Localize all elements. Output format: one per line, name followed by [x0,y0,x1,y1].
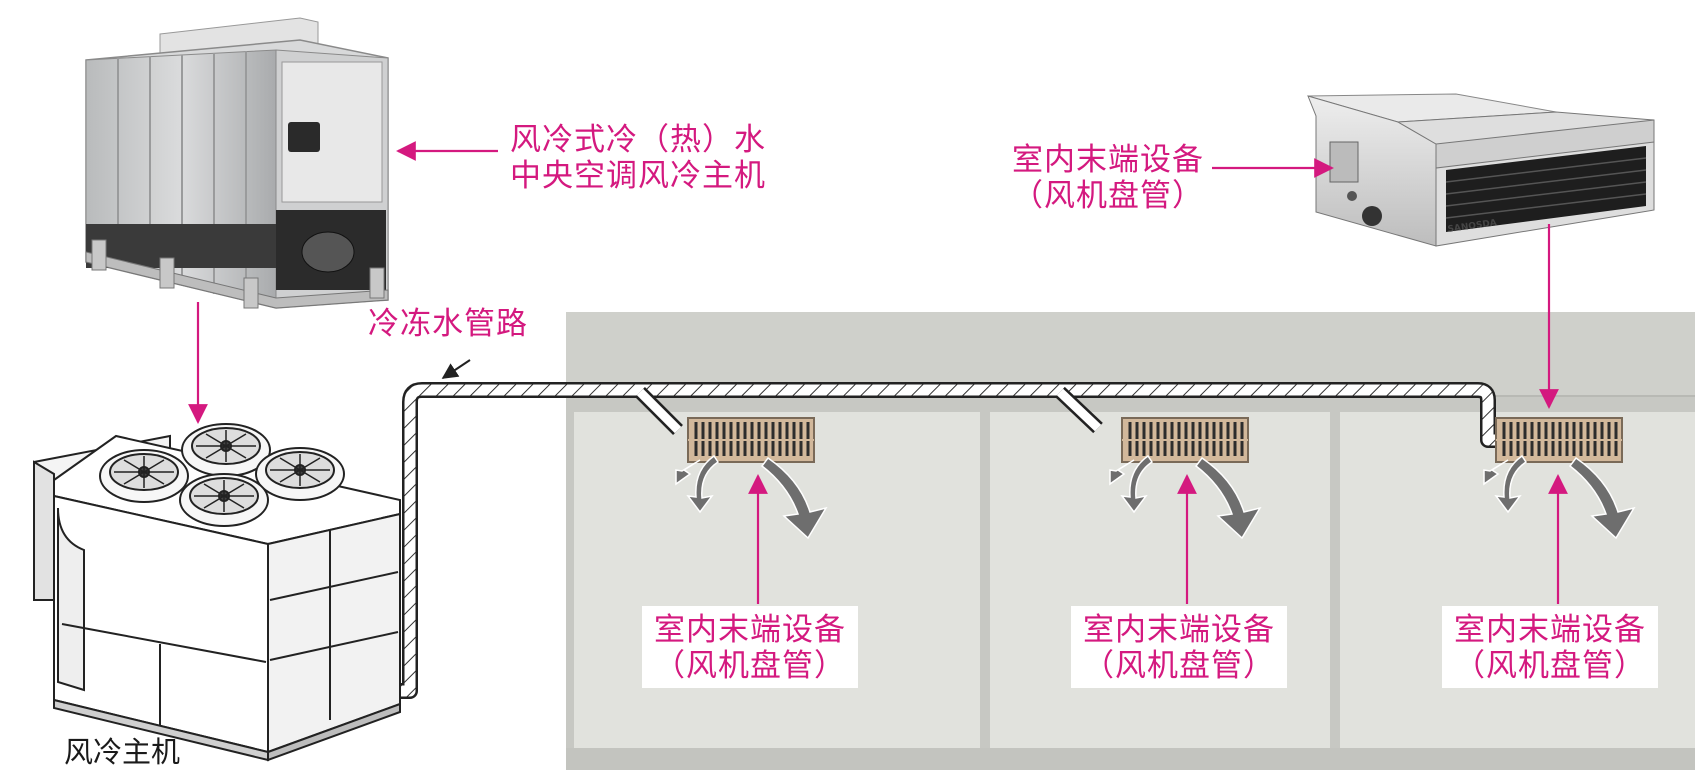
indoor-top-label: 室内末端设备 （风机盘管） [1012,142,1204,214]
indoor-room-2-label: 室内末端设备 （风机盘管） [1071,606,1287,688]
fan-coil-unit-icon: SANOSDA [1307,93,1655,247]
indoor-top-label-line2: （风机盘管） [1012,178,1204,214]
chiller-unit-icon [85,17,389,309]
callout-arrows [188,141,1568,604]
airflow-arrow-icon [675,454,1636,540]
main-unit-label: 风冷式冷（热）水 中央空调风冷主机 [510,122,766,194]
building-section [566,312,1695,770]
chilled-pipe-label: 冷冻水管路 [368,306,528,342]
air-vent-icon [687,417,815,463]
indoor-top-label-line1: 室内末端设备 [1012,142,1204,178]
air-cooled-unit-icon [33,423,401,762]
main-unit-label-line1: 风冷式冷（热）水 [510,122,766,158]
main-unit-label-line2: 中央空调风冷主机 [510,158,766,194]
indoor-room-3-label: 室内末端设备 （风机盘管） [1442,606,1658,688]
room-2 [990,412,1330,748]
air-vent-icon [1121,417,1249,463]
bottom-unit-label: 风冷主机 [64,735,181,769]
indoor-room-1-label: 室内末端设备 （风机盘管） [642,606,858,688]
air-vent-icon [1495,417,1623,463]
chilled-water-pipe [358,359,1496,699]
